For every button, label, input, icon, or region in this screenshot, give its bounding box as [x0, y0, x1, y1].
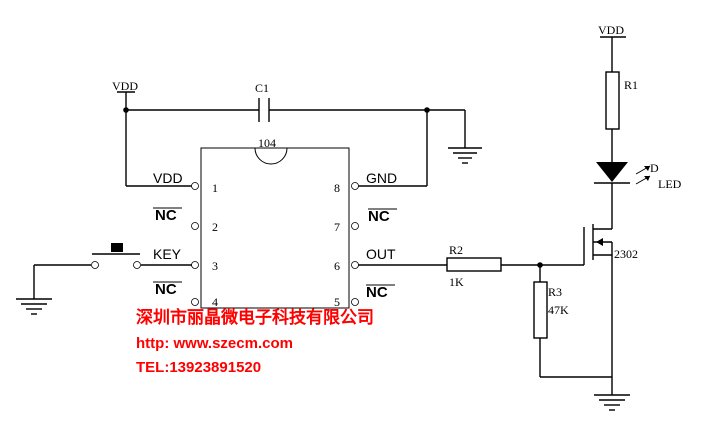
company-phone: TEL:13923891520: [136, 359, 261, 376]
pin-5-number: 5: [334, 295, 340, 309]
led-ref: D: [650, 161, 659, 175]
pin-2-label: NC: [155, 207, 177, 224]
c1-label: C1: [255, 81, 269, 95]
company-website: http: www.szecm.com: [136, 335, 293, 352]
pin-6-number: 6: [334, 259, 340, 273]
pin-3-number: 3: [212, 259, 218, 273]
capacitor-c1: [126, 98, 465, 122]
pin-4-number: 4: [212, 295, 218, 309]
pin-3-label: KEY: [153, 246, 182, 262]
pin-5-label: NC: [366, 284, 388, 301]
company-name: 深圳市丽晶微电子科技有限公司: [136, 307, 374, 327]
pin-4-label: NC: [155, 281, 177, 298]
resistor-r1: [605, 71, 620, 162]
vdd-label-right: VDD: [598, 23, 624, 37]
r2-label: R2: [449, 243, 463, 257]
ground-symbol-left: [16, 298, 52, 315]
vdd-rail-left: [117, 91, 192, 187]
ic-right-pins: [351, 182, 359, 306]
ic-chip: [200, 147, 350, 309]
c1-value: 104: [258, 136, 276, 150]
vdd-label-left: VDD: [112, 79, 138, 93]
r3-value: 47K: [548, 303, 569, 317]
pin-1-label: VDD: [153, 170, 183, 186]
pin-1-number: 1: [212, 181, 218, 195]
mosfet-label: 2302: [614, 247, 638, 261]
led-name: LED: [658, 177, 682, 191]
r2-value: 1K: [449, 275, 464, 289]
pin-7-number: 7: [334, 220, 340, 234]
gnd-wire-right-of-ic: [356, 107, 466, 187]
vdd-rail-right: [600, 36, 626, 72]
r1-label: R1: [624, 78, 638, 92]
pin-8-number: 8: [334, 181, 340, 195]
push-button-switch: [33, 243, 192, 299]
r3-label: R3: [548, 285, 562, 299]
ic-left-pins: [191, 182, 199, 306]
pin-6-label: OUT: [366, 246, 396, 262]
resistor-r3: [533, 262, 612, 378]
mosfet-transistor: [583, 224, 613, 377]
pin-2-number: 2: [212, 220, 218, 234]
pin-8-label: GND: [366, 170, 397, 186]
ground-symbol-top: [448, 147, 482, 164]
ground-symbol-bottom: [594, 377, 630, 411]
pin-7-label: NC: [368, 208, 390, 225]
led-diode: [594, 162, 651, 225]
